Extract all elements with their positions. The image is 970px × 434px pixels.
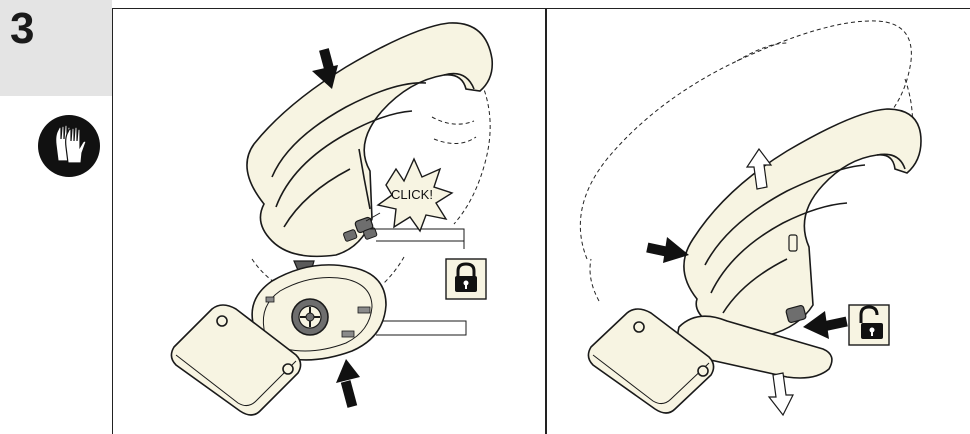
step-number-box: 3 <box>0 0 112 96</box>
click-callout: CLICK! <box>366 159 452 231</box>
arrow-up-icon <box>336 359 360 408</box>
lock-closed-icon <box>446 259 486 299</box>
arrow-down-outline-icon <box>769 373 793 415</box>
arrow-right-icon <box>646 237 689 263</box>
click-label: CLICK! <box>391 187 433 202</box>
arrow-left-icon <box>803 311 848 339</box>
gloves-icon <box>38 115 100 177</box>
attach-illustration: CLICK! <box>114 9 544 434</box>
step-number: 3 <box>10 4 34 54</box>
lock-open-icon <box>849 305 889 345</box>
detach-illustration <box>547 9 970 434</box>
